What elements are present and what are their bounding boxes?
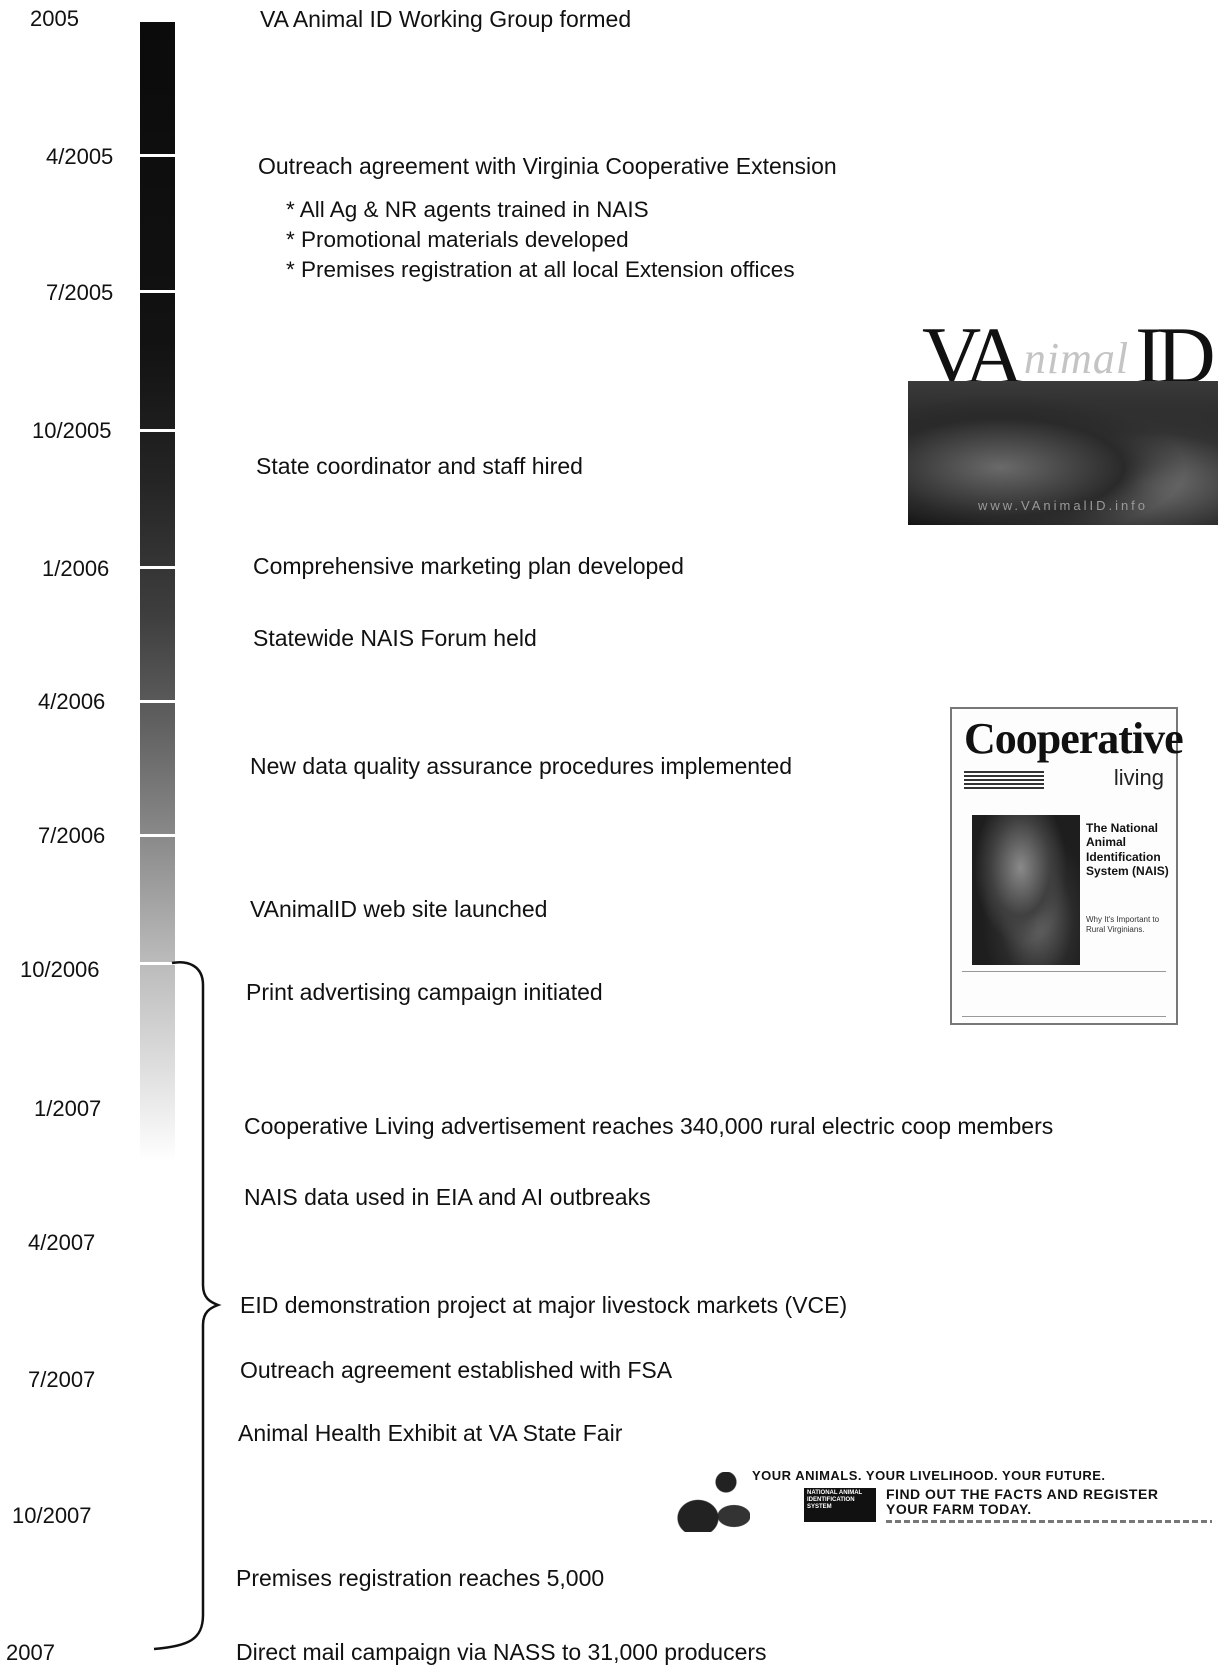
event-text: State coordinator and staff hired [256, 453, 583, 479]
tick-7-2006 [140, 834, 175, 837]
event-text: Animal Health Exhibit at VA State Fair [238, 1420, 623, 1446]
ad-slogan: YOUR ANIMALS. YOUR LIVELIHOOD. YOUR FUTU… [752, 1468, 1106, 1483]
event-text: Outreach agreement established with FSA [240, 1357, 673, 1383]
event-text: New data quality assurance procedures im… [250, 753, 793, 779]
magazine-tagline: Why It's Important to Rural Virginians. [1086, 915, 1160, 934]
tick-1-2006 [140, 566, 175, 569]
event-subitem: * Premises registration at all local Ext… [286, 257, 795, 282]
tick-10-2005 [140, 429, 175, 432]
magazine-cover: Cooperative living The National Animal I… [950, 707, 1184, 1025]
event-text: Print advertising campaign initiated [246, 979, 603, 1005]
date-label: 2005 [30, 6, 79, 31]
magazine-subtitle: living [1113, 765, 1164, 790]
event-text: VAnimalID web site launched [250, 896, 548, 922]
event-text: Cooperative Living advertisement reaches… [244, 1113, 1054, 1139]
ad-cta: FIND OUT THE FACTS AND REGISTER YOUR FAR… [886, 1486, 1159, 1518]
date-label: 10/2005 [32, 418, 112, 443]
ad-cta-line2: YOUR FARM TODAY. [886, 1501, 1032, 1518]
ad-fine-print [886, 1520, 1212, 1523]
farmer-with-dog-icon [668, 1472, 750, 1532]
print-ad-banner: YOUR ANIMALS. YOUR LIVELIHOOD. YOUR FUTU… [668, 1468, 1218, 1534]
magazine-masthead-text [964, 771, 1044, 789]
tick-7-2005 [140, 290, 175, 293]
magazine-title: Cooperative [964, 714, 1184, 763]
event-subitem: * All Ag & NR agents trained in NAIS [286, 197, 649, 222]
date-label: 4/2005 [46, 144, 114, 169]
logo-url: www.VAnimalID.info [977, 498, 1149, 513]
date-label: 10/2007 [12, 1503, 92, 1528]
event-text: Comprehensive marketing plan developed [253, 553, 684, 579]
event-text: Direct mail campaign via NASS to 31,000 … [236, 1639, 767, 1665]
logo-photo: www.VAnimalID.info [908, 381, 1218, 525]
date-label: 10/2006 [20, 957, 100, 982]
event-text: EID demonstration project at major lives… [240, 1292, 848, 1318]
timeline-bar [140, 22, 175, 1162]
logo-middle: nimal [1023, 334, 1130, 383]
date-label: 7/2007 [28, 1367, 96, 1392]
magazine-headline: The National Animal Identification Syste… [1086, 821, 1169, 879]
date-label: 4/2006 [38, 689, 106, 714]
ad-cta-line1: FIND OUT THE FACTS AND REGISTER [886, 1486, 1159, 1502]
event-text: Statewide NAIS Forum held [253, 625, 537, 651]
event-text: NAIS data used in EIA and AI outbreaks [244, 1184, 651, 1210]
tick-4-2006 [140, 700, 175, 703]
tick-4-2005 [140, 154, 175, 157]
magazine-photo [972, 815, 1080, 965]
event-text: Premises registration reaches 5,000 [236, 1565, 605, 1591]
event-subitem: * Promotional materials developed [286, 227, 629, 252]
date-label: 1/2006 [42, 556, 110, 581]
date-label: 2007 [6, 1640, 55, 1665]
event-text: Outreach agreement with Virginia Coopera… [258, 153, 837, 179]
date-label: 7/2006 [38, 823, 106, 848]
magazine-footer [962, 971, 1166, 1017]
event-text: VA Animal ID Working Group formed [260, 6, 632, 32]
date-label: 1/2007 [34, 1096, 102, 1121]
tick-10-2006 [140, 962, 175, 965]
ad-nais-box: NATIONAL ANIMAL IDENTIFICATION SYSTEM [804, 1488, 876, 1522]
date-label: 4/2007 [28, 1230, 96, 1255]
date-label: 7/2005 [46, 280, 114, 305]
